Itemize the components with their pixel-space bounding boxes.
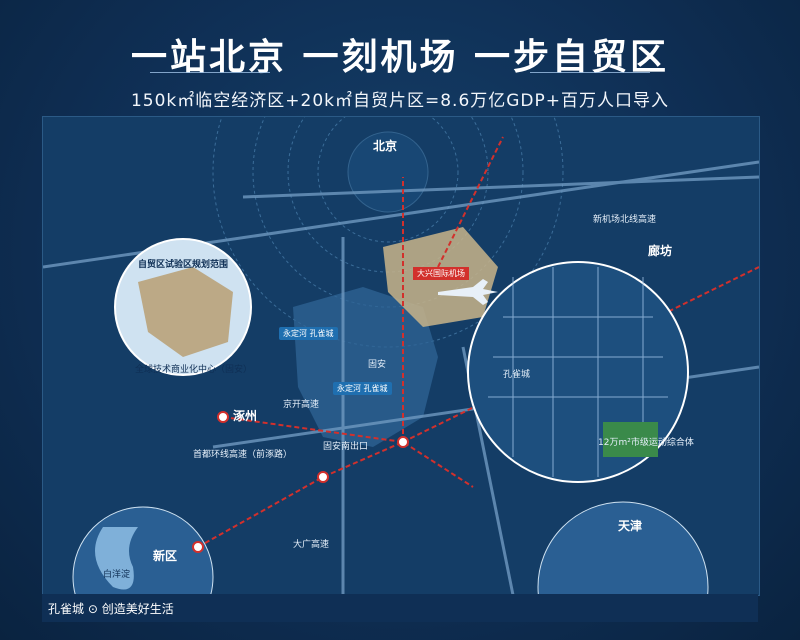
title-rule-right [530,72,650,73]
location-map: 北京 廊坊 天津 新区 涿州 大兴国际机场 永定河 孔雀城 永定河 孔雀城 自贸… [42,116,760,596]
road-jingkai-label: 京开高速 [283,400,320,410]
city-zhuozhou: 涿州 [233,409,258,423]
footer-brand: 孔雀城 ⊙ 创造美好生活 [48,600,174,617]
city-langfang: 廊坊 [648,244,673,258]
sports-park-label: 12万m²市级运动综合体 [598,438,694,448]
brand-name: 孔雀城 [48,602,85,616]
city-beijing: 北京 [373,139,398,153]
poster-title: 一站北京 一刻机场 一步自贸区 [130,37,670,78]
gu-an-label: 固安 [368,360,387,370]
project-label-b: 永定河 孔雀城 [333,382,392,395]
plane-icon [438,279,498,305]
footer-bar [42,594,758,622]
project-label-a: 永定河 孔雀城 [279,327,338,340]
city-tianjin: 天津 [618,519,643,533]
poster-subtitle: 150k㎡临空经济区+20k㎡自贸片区=8.6万亿GDP+百万人口导入 [130,91,670,111]
road-outer-ring-label: 首都环线高速（前涿路） [193,450,293,460]
road-xinjichang-label: 新机场北线高速 [593,215,657,225]
ftz-center-label: 全球技术商业化中心（固安） [135,365,253,375]
brand-slogan: 创造美好生活 [101,602,174,616]
road-daguang-label: 大广高速 [293,540,330,550]
rail-routes [197,136,759,548]
location-pin-icon: ⊙ [87,602,98,616]
ftz-circle-title: 自贸区试验区规划范围 [138,260,229,270]
rail-station-icon [192,411,409,553]
airport-label: 大兴国际机场 [413,267,469,280]
exit-label: 固安南出口 [323,442,369,452]
water-label: 白洋淀 [103,570,131,580]
city-xinqu: 新区 [153,549,178,563]
zoom-project-label: 孔雀城 [503,370,531,380]
xinqu-circle [72,506,214,595]
tianjin-circle [537,501,709,595]
map-graphics [43,117,759,595]
title-rule-left [150,72,270,73]
